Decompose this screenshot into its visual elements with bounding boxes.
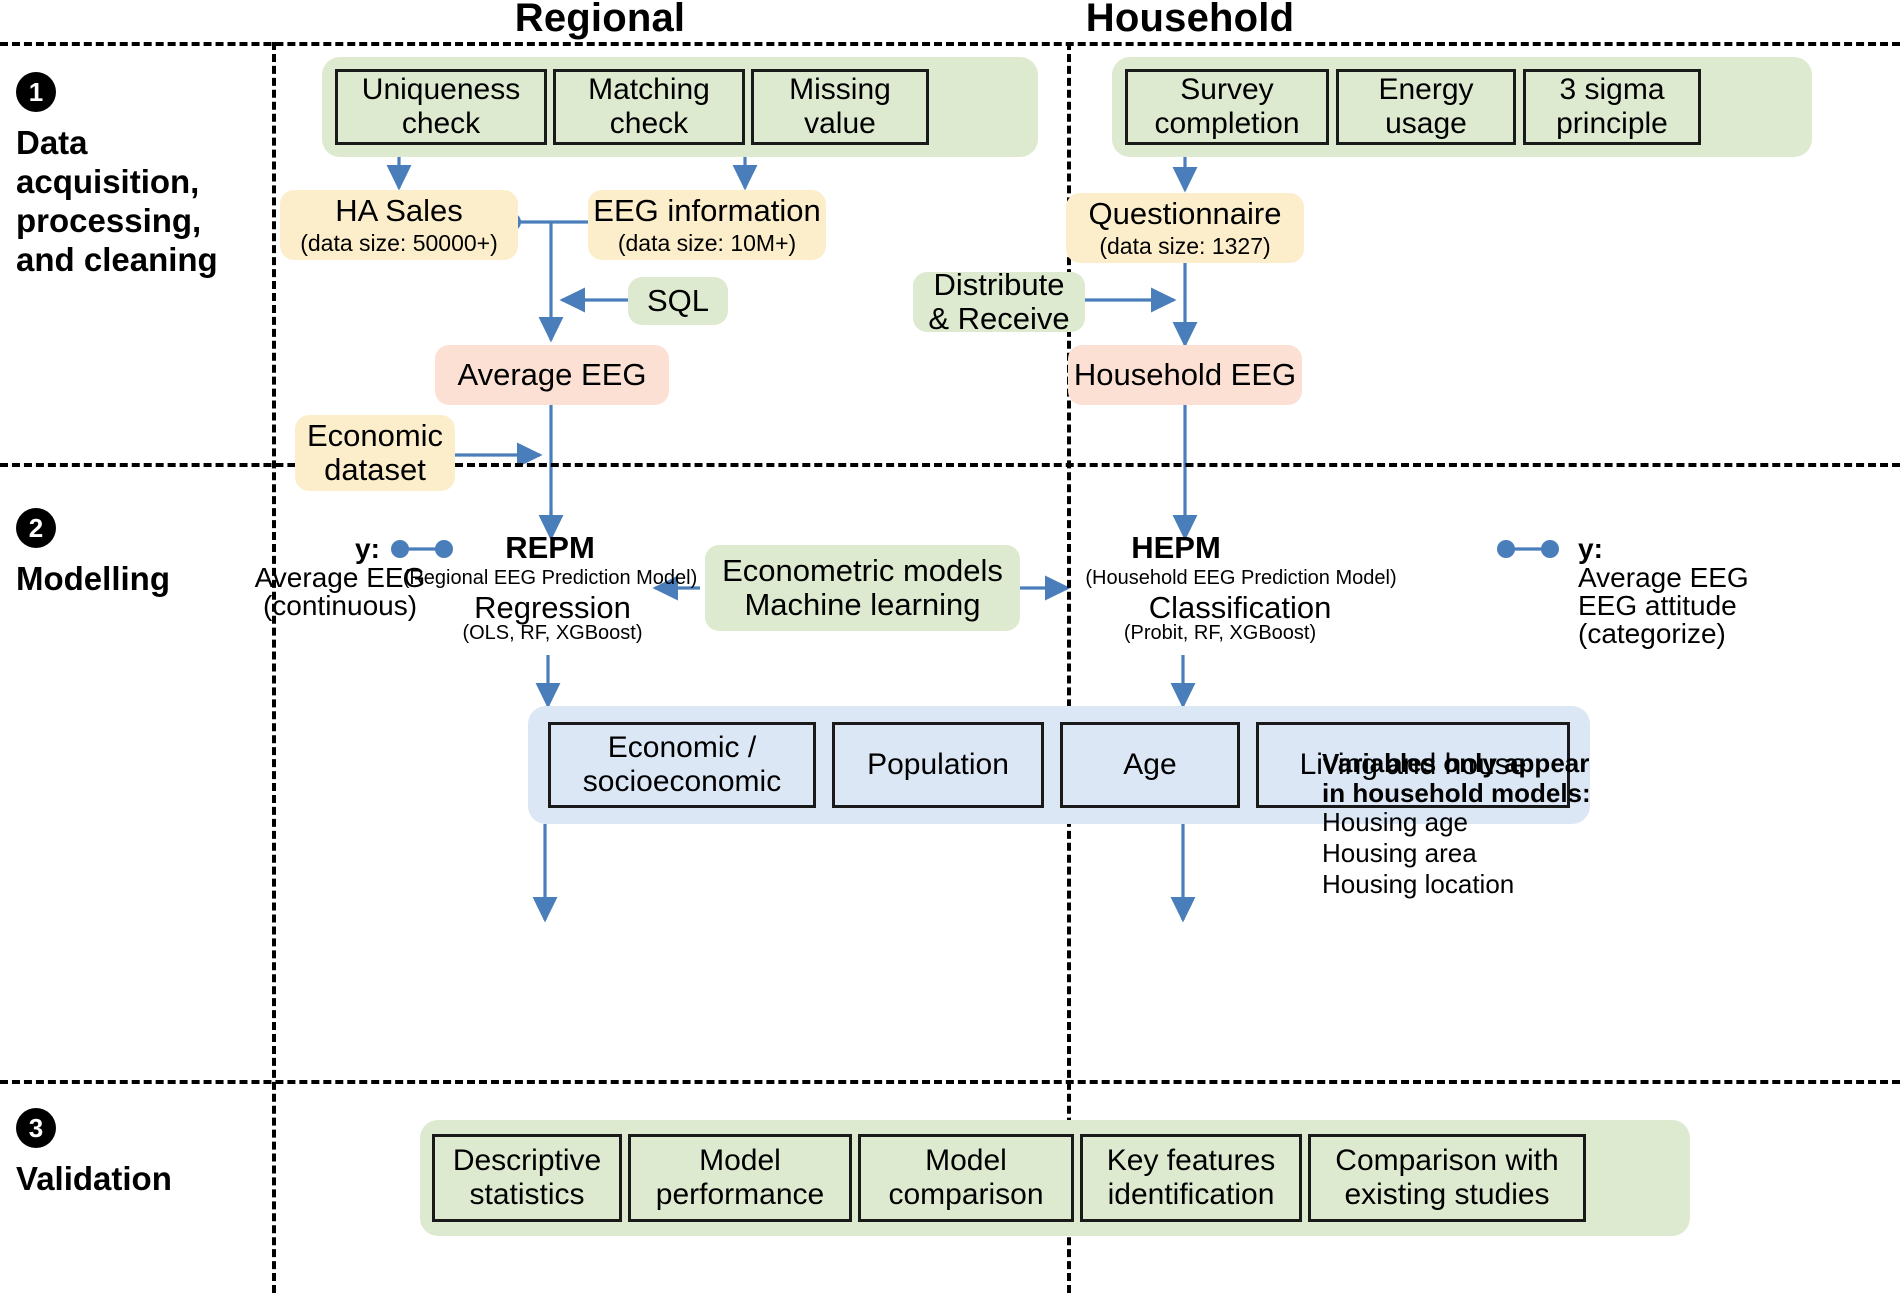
household-only-note-item-1: Housing age (1322, 807, 1468, 837)
household-only-note-item-2: Housing area (1322, 838, 1477, 868)
eeg-information-size: (data size: 10M+) (617, 229, 797, 256)
economic-dataset-label: Economic dataset (306, 417, 444, 487)
household-target-line2: EEG attitude (1578, 590, 1737, 621)
household-target-line1: Average EEG (1578, 562, 1749, 593)
household-check-3-sigma[interactable]: 3 sigma principle (1523, 69, 1701, 145)
stage-3-label: 3 Validation (16, 1108, 266, 1199)
regional-target-key: y: (355, 533, 380, 564)
regional-source-eeg-information[interactable]: EEG information (data size: 10M+) (588, 190, 826, 260)
household-source-questionnaire[interactable]: Questionnaire (data size: 1327) (1066, 193, 1304, 263)
household-only-note-item-3: Housing location (1322, 869, 1515, 899)
regional-target-line1: Average EEG (254, 562, 426, 593)
variable-living-and-house[interactable]: Living and house (1256, 722, 1570, 808)
variable-age[interactable]: Age (1060, 722, 1240, 808)
stage-1-label: 1 Data acquisition, processing, and clea… (16, 72, 266, 280)
validation-descriptive-statistics[interactable]: Descriptive statistics (432, 1134, 622, 1222)
questionnaire-size: (data size: 1327) (1099, 232, 1271, 259)
separator-stage1-stage2 (0, 463, 1900, 467)
separator-top (0, 42, 1900, 46)
regional-model-methods: (OLS, RF, XGBoost) (462, 622, 643, 644)
regional-target-line2: (continuous) (262, 590, 418, 621)
regional-output-average-eeg[interactable]: Average EEG (435, 345, 669, 405)
stage-1-title: Data acquisition, processing, and cleani… (16, 124, 218, 278)
variable-population[interactable]: Population (832, 722, 1044, 808)
household-only-note-heading: Variables only appear in household model… (1322, 748, 1591, 809)
questionnaire-title: Questionnaire (1088, 195, 1282, 231)
regional-tool-sql[interactable]: SQL (628, 277, 728, 325)
center-methods-label: Econometric models Machine learning (722, 552, 1003, 622)
regional-check-matching[interactable]: Matching check (553, 69, 745, 145)
household-output-household-eeg[interactable]: Household EEG (1068, 345, 1302, 405)
validation-model-comparison[interactable]: Model comparison (858, 1134, 1074, 1222)
regional-model-task: Regression (474, 590, 631, 625)
stage-2-badge: 2 (16, 508, 56, 548)
separator-stage2-stage3 (0, 1080, 1900, 1084)
household-check-energy-usage[interactable]: Energy usage (1336, 69, 1516, 145)
stage-2-label: 2 Modelling (16, 508, 266, 599)
regional-check-missing[interactable]: Missing value (751, 69, 929, 145)
economic-dataset-chip[interactable]: Economic dataset (295, 415, 455, 491)
validation-key-features[interactable]: Key features identification (1080, 1134, 1302, 1222)
regional-model-acronym: REPM (505, 530, 595, 565)
eeg-information-title: EEG information (593, 192, 821, 228)
ha-sales-size: (data size: 50000+) (300, 229, 498, 256)
column-heading-regional: Regional (514, 0, 686, 40)
distribute-receive-label: Distribute & Receive (928, 266, 1070, 336)
household-model-methods: (Probit, RF, XGBoost) (1123, 622, 1317, 644)
household-eeg-label: Household EEG (1073, 356, 1297, 392)
ha-sales-title: HA Sales (335, 192, 463, 228)
household-target-key: y: (1578, 533, 1603, 564)
variable-economic-socioeconomic[interactable]: Economic / socioeconomic (548, 722, 816, 808)
stage-3-title: Validation (16, 1160, 172, 1197)
separator-regional-household (1067, 42, 1071, 1293)
stage-3-badge: 3 (16, 1108, 56, 1148)
regional-source-ha-sales[interactable]: HA Sales (data size: 50000+) (280, 190, 518, 260)
household-model-acronym: HEPM (1131, 530, 1221, 565)
regional-model-expansion: (Regional EEG Prediction Model) (402, 567, 698, 589)
household-target-line3: (categorize) (1578, 618, 1726, 649)
household-model-expansion: (Household EEG Prediction Model) (1085, 567, 1397, 589)
validation-comparison-existing[interactable]: Comparison with existing studies (1308, 1134, 1586, 1222)
center-methods-box[interactable]: Econometric models Machine learning (705, 545, 1020, 631)
household-check-survey-completion[interactable]: Survey completion (1125, 69, 1329, 145)
validation-model-performance[interactable]: Model performance (628, 1134, 852, 1222)
household-tool-distribute-receive[interactable]: Distribute & Receive (913, 267, 1085, 336)
regional-check-uniqueness[interactable]: Uniqueness check (335, 69, 547, 145)
stage-1-badge: 1 (16, 72, 56, 112)
average-eeg-label: Average EEG (457, 356, 647, 392)
column-heading-household: Household (1085, 0, 1295, 40)
separator-stage-column (272, 42, 276, 1293)
stage-2-title: Modelling (16, 560, 170, 597)
household-model-task: Classification (1148, 590, 1332, 625)
sql-label: SQL (646, 282, 710, 318)
